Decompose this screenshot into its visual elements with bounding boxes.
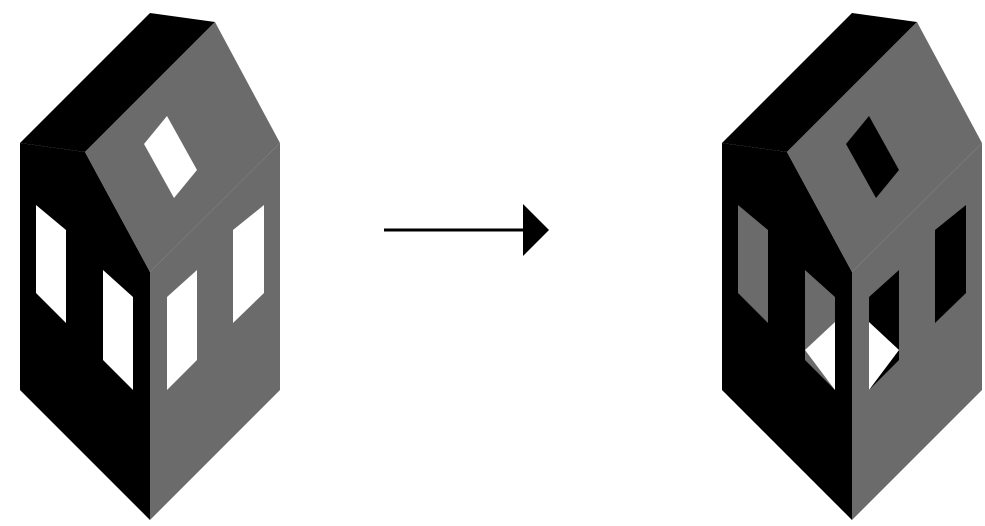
lit-window-patch-2 [869, 322, 899, 390]
wall-window-4 [935, 205, 966, 323]
roof-window [846, 116, 899, 198]
lit-window-patch-1 [805, 322, 835, 390]
wall-window-2 [103, 270, 133, 390]
roof-window [144, 116, 197, 198]
wall-window-1 [36, 205, 66, 323]
arrow-head [523, 204, 549, 256]
transform-arrow [384, 204, 549, 256]
wall-window-1 [738, 205, 768, 323]
roof-left [722, 13, 917, 152]
roof-left [20, 13, 215, 152]
house-before [20, 13, 280, 520]
wall-window-4 [233, 205, 264, 323]
house-after [722, 13, 982, 520]
wall-window-3 [167, 270, 197, 390]
